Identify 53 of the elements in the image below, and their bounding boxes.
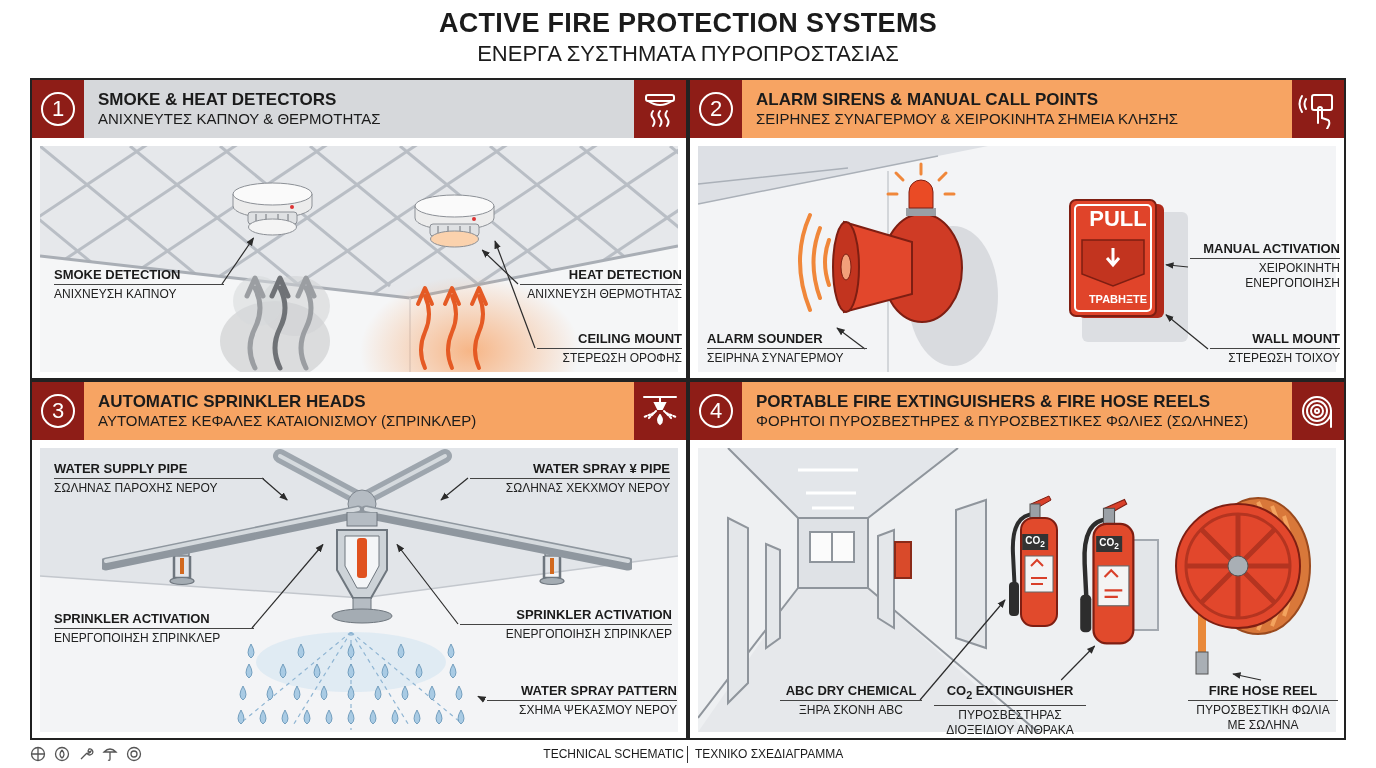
panel-number: 2 [699,92,733,126]
callout-label: FIRE HOSE REEL ΠΥΡΟΣΒΕΣΤΙΚΗ ΦΩΛΙΑ ΜΕ ΣΩΛΗΝΑ [1188,682,1338,733]
panel-title: AUTOMATIC SPRINKLER HEADS [98,392,366,412]
leader-line [1165,262,1189,269]
leader-line [836,327,866,350]
panel-subtitle: ΑΝΙΧΝΕΥΤΕΣ ΚΑΠΝΟΥ & ΘΕΡΜΟΤΗΤΑΣ [98,110,381,128]
callout-label: WATER SUPPLY PIPE ΣΩΛΗΝΑΣ ΠΑΡΟΧΗΣ ΝΕΡΟΥ [54,460,264,496]
cylinder-label: CO$_{2}$ [1022,534,1048,550]
leader-line [251,543,324,629]
leader-line [221,237,255,285]
leader-line [396,543,459,625]
panel-title: PORTABLE FIRE EXTINGUISHERS & FIRE HOSE REELS [756,392,1210,412]
callout-label: SMOKE DETECTION ΑΝΙΧΝΕΥΣΗ ΚΑΠΝΟΥ [54,266,224,302]
callout-label: SPRINKLER ACTIVATION ΕΝΕΡΓΟΠΟΙΗΣΗ ΣΠΡΙΝΚΛΕΡ [54,610,254,646]
panel-subtitle: ΦΟΡΗΤΟΙ ΠΥΡΟΣΒΕΣΤΗΡΕΣ & ΠΥΡΟΣΒΕΣΤΙΚΕΣ ΦΩΛΙΕΣ (ΣΩΛΗΝΕΣ) [756,412,1249,430]
leader-line [440,477,469,501]
callout-label: HEAT DETECTION ΑΝΙΧΝΕΥΣΗ ΘΕΡΜΟΤΗΤΑΣ [520,266,682,302]
callout-label: CEILING MOUNT ΣΤΕΡΕΩΣΗ ΟΡΟΦΗΣ [537,330,682,366]
device-label: ΤΡΑΒΗΞΤΕ [1087,293,1149,305]
panel-number: 1 [41,92,75,126]
subtitle: ΕΝΕΡΓΑ ΣΥΣΤΗΜΑΤΑ ΠΥΡΟΠΡΟΣΤΑΣΙΑΣ [477,41,899,67]
panel-subtitle: ΑΥΤΟΜΑΤΕΣ ΚΕΦΑΛΕΣ ΚΑΤΑΙΟΝΙΣΜΟΥ (ΣΠΡΙΝΚΛΕΡ) [98,412,477,430]
hose-reel [1172,494,1312,676]
panel-title: ALARM SIRENS & MANUAL CALL POINTS [756,90,1099,110]
footer-text: ΤΕΧΝΙΚΟ ΣΧΕΔΙΑΓΡΑΜΜΑ [695,747,844,761]
cylinder-label: CO$_{2}$ [1096,536,1122,552]
leader-line [481,249,519,285]
callout-label: WATER SPRAY PATTERN ΣΧΗΜΑ ΨΕΚΑΣΜΟΥ ΝΕΡΟΥ [487,682,677,718]
callout-label: WALL MOUNT ΣΤΕΡΕΩΣΗ ΤΟΙΧΟΥ [1210,330,1340,366]
panel-number: 3 [41,394,75,428]
panel-subtitle: ΣΕΙΡΗΝΕΣ ΣΥΝΑΓΕΡΜΟΥ & ΧΕΙΡΟΚΙΝΗΤΑ ΣΗΜΕΙΑ ΚΛΗΣΗΣ [756,110,1179,128]
callout-label: WATER SPRAY ¥ PIPE ΣΩΛΗΝΑΣ ΧΕΚΧΜΟΥ ΝΕΡΟΥ [470,460,670,496]
device-label: PULL [1088,206,1148,232]
panel [688,78,1346,380]
panel [30,78,688,380]
footer-text: TECHNICAL SCHEMATIC [543,747,684,761]
leader-line [494,240,536,349]
panel-title: SMOKE & HEAT DETECTORS [98,90,337,110]
main-title: ACTIVE FIRE PROTECTION SYSTEMS [438,8,937,39]
leader-line [261,477,288,501]
leader-line [1060,645,1096,681]
panel [30,380,688,740]
leader-line [477,695,487,703]
leader-line [919,599,1006,701]
panel [688,380,1346,740]
leader-line [1165,314,1209,350]
callout-label: ALARM SOUNDER ΣΕΙΡΗΝΑ ΣΥΝΑΓΕΡΜΟΥ [707,330,867,366]
callout-label: CO$_{2}$ EXTINGUISHER ΠΥΡΟΣΒΕΣΤΗΡΑΣ ΔΙΟΞΕΙΔΙΟΥ ΑΝΘΡΑΚΑ [934,682,1086,738]
callout-label: SPRINKLER ACTIVATION ΕΝΕΡΓΟΠΟΙΗΣΗ ΣΠΡΙΝΚΛΕΡ [460,606,672,642]
panel-number: 4 [699,394,733,428]
leader-line [1232,672,1262,681]
callout-label: ABC DRY CHEMICAL ΞΗΡΑ ΣΚΟΝΗ ABC [780,682,922,718]
callout-label: MANUAL ACTIVATION ΧΕΙΡΟΚΙΝΗΤΗ ΕΝΕΡΓΟΠΟΙΗΣΗ [1190,240,1340,291]
